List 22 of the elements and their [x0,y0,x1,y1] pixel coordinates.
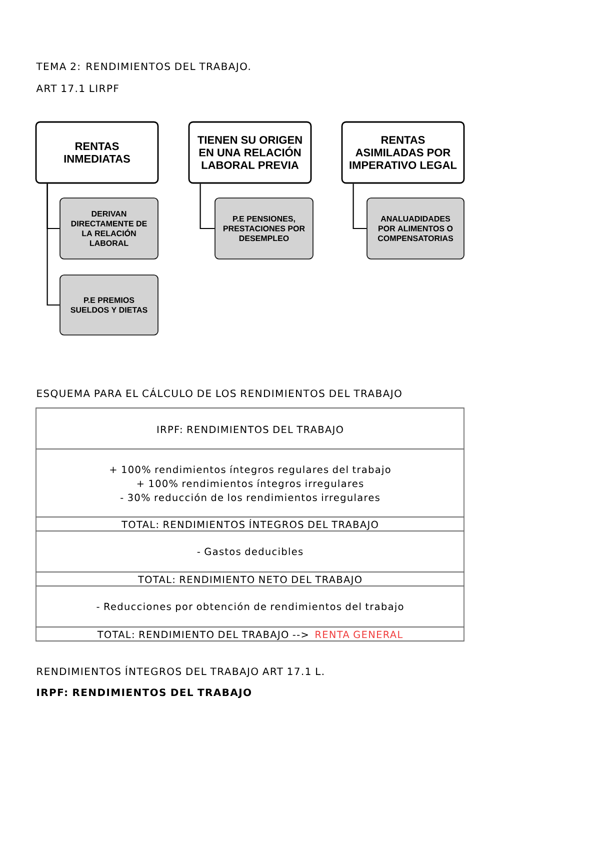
example-box: DERIVAN DIRECTAMENTE DE LA RELACIÓN LABORAL [60,198,158,260]
heading: TEMA 2: RENDIMIENTOS DEL TRABAJO. [36,62,250,72]
connector-line [200,184,215,230]
category-box: TIENEN SU ORIGEN EN UNA RELACIÓN LABORAL PREVIA [188,121,312,184]
table-cell: TOTAL: RENDIMIENTO NETO DEL TRABAJO [36,572,464,586]
connector-line [352,184,367,230]
table-cell: + 100% rendimientos íntegros regulares del trabajo + 100% rendimientos íntegros irregulares - 30% reducción de los rendimientos irregulares [36,448,464,518]
table-cell: - Gastos deducibles [36,530,464,572]
connector-line [46,184,60,306]
table-cell: TOTAL: RENDIMIENTOS ÍNTEGROS DEL TRABAJO [36,516,464,532]
category-box: RENTAS ASIMILADAS POR IMPERATIVO LEGAL [341,121,465,184]
example-box: P.E PENSIONES, PRESTACIONES POR DESEMPLEO [214,198,314,260]
table-cell: - Reducciones por obtención de rendimientos del trabajo [36,586,464,628]
subheading: ART 17.1 LIRPF [36,84,118,92]
section-heading: ESQUEMA PARA EL CÁLCULO DE LOS RENDIMIENTOS DEL TRABAJO [37,388,402,399]
example-box: ANALUADIDADES POR ALIMENTOS O COMPENSATORIAS [366,198,464,260]
table-cell: IRPF: RENDIMIENTOS DEL TRABAJO [36,408,464,450]
bold-heading: IRPF: RENDIMIENTOS DEL TRABAJO [37,688,251,698]
category-box: RENTAS INMEDIATAS [35,121,159,184]
example-box: P.E PREMIOS SUELDOS Y DIETAS [60,274,158,336]
body-text: RENDIMIENTOS ÍNTEGROS DEL TRABAJO ART 17.1 L. [37,666,324,677]
table-cell: TOTAL: RENDIMIENTO DEL TRABAJO --> RENTA GENERAL [36,626,464,642]
